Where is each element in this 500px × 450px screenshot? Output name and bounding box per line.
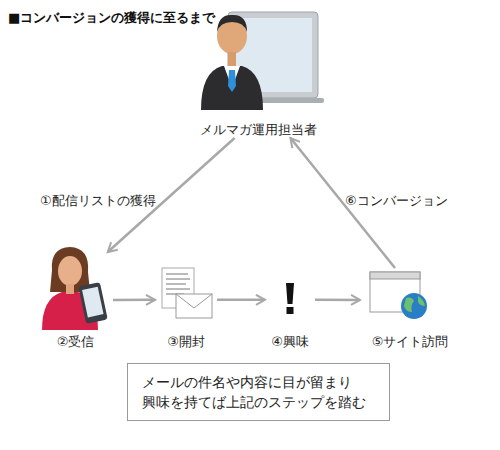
icon-label: ③開封 — [135, 334, 237, 350]
person-icon — [201, 15, 263, 110]
person-icon — [42, 247, 108, 330]
flow-arrow — [315, 299, 360, 302]
diagram-title: ■コンバージョンの獲得に至るまで — [8, 9, 215, 27]
icon-label: ④興味 — [245, 334, 335, 350]
edge-label: ⑥コンバージョン — [345, 192, 448, 210]
person-node: メルマガ運用担当者 — [193, 5, 323, 138]
edge-label: ①配信リストの獲得 — [40, 192, 156, 210]
icon-label: ⑤サイト訪問 — [340, 334, 480, 350]
callout-box: メールの件名や内容に目が留まり 興味を持てば上記のステップを踏む — [127, 363, 390, 421]
mail-icon — [162, 268, 212, 318]
flow-arrow — [113, 299, 155, 302]
flow-arrow — [217, 299, 265, 302]
person-node: ②受信 — [38, 250, 113, 350]
icon-label: メルマガ運用担当者 — [173, 122, 343, 138]
step-node: ③開封 — [155, 265, 217, 350]
callout-text: メールの件名や内容に目が留まり 興味を持てば上記のステップを踏む — [142, 372, 375, 412]
icon-label: ②受信 — [18, 334, 133, 350]
browser-icon — [370, 272, 427, 319]
step-node: ④興味 — [265, 275, 315, 350]
exclamation-icon — [286, 283, 294, 314]
step-node: ⑤サイト訪問 — [360, 268, 460, 350]
